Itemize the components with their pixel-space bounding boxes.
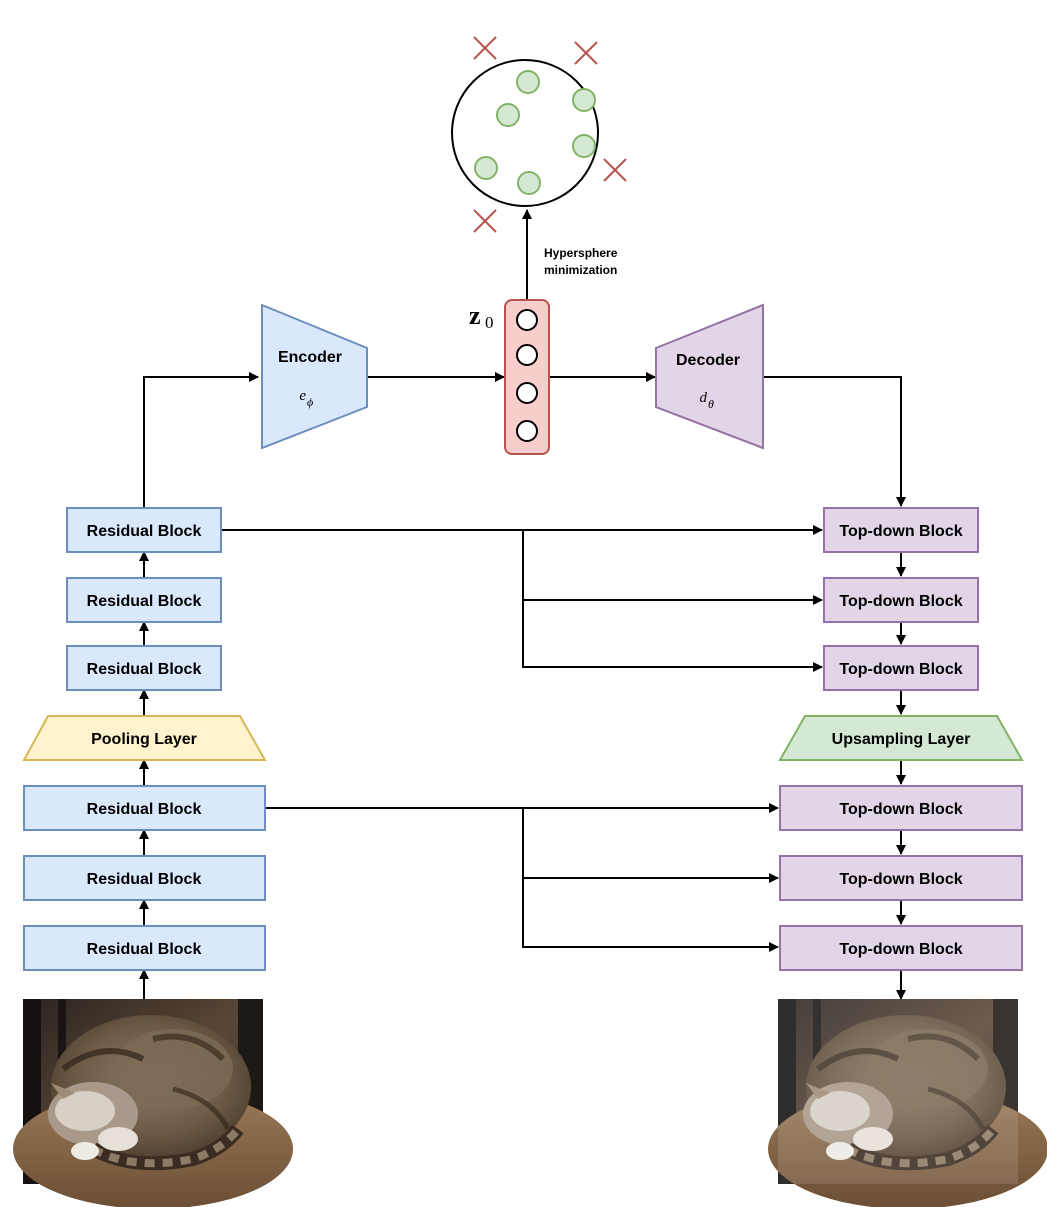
residual-block-1: Residual Block — [23, 925, 266, 971]
hypersphere-label-line2: minimization — [544, 263, 617, 277]
edge-skip-residual-6-to-topdown-3 — [522, 600, 823, 672]
input-image — [13, 999, 293, 1207]
topdown-block-5: Top-down Block — [779, 855, 1023, 901]
residual-block-6: Residual Block — [66, 507, 222, 553]
upsampling-layer: Upsampling Layer — [778, 715, 1024, 761]
residual-block-4: Residual Block — [66, 645, 222, 691]
topdown-block-label: Top-down Block — [839, 871, 962, 888]
topdown-block-2: Top-down Block — [823, 577, 979, 623]
residual-block-3: Residual Block — [23, 785, 266, 831]
topdown-block-label: Top-down Block — [839, 941, 962, 958]
hypersphere — [451, 36, 627, 233]
normal-point — [572, 88, 596, 112]
anomaly-mark — [574, 41, 598, 65]
topdown-block-6: Top-down Block — [779, 925, 1023, 971]
topdown-block-3: Top-down Block — [823, 645, 979, 691]
latent-unit — [516, 344, 538, 366]
decoder-stack: Top-down Block Top-down Block Top-down B… — [778, 507, 1024, 971]
pooling-layer: Pooling Layer — [22, 715, 267, 761]
topdown-block-1: Top-down Block — [823, 507, 979, 553]
anomaly-mark — [603, 158, 627, 182]
latent-unit — [516, 420, 538, 442]
decoder-block: Decoder d θ — [655, 303, 764, 450]
encoder-subscript: ϕ — [307, 395, 313, 409]
residual-block-label: Residual Block — [87, 871, 202, 888]
encoder-symbol: e — [299, 388, 306, 404]
pooling-layer-label: Pooling Layer — [91, 731, 197, 748]
edge-skip-residual-3-to-topdown-5 — [522, 808, 779, 883]
latent-unit — [516, 382, 538, 404]
upsampling-layer-label: Upsampling Layer — [832, 731, 971, 748]
edge-decoder-to-topdown-1 — [764, 376, 906, 507]
output-image — [768, 999, 1047, 1207]
residual-block-label: Residual Block — [87, 801, 202, 818]
encoder-stack: Residual Block Residual Block Residual B… — [22, 507, 267, 971]
edge-skip-residual-6-to-topdown-2 — [522, 530, 823, 605]
hypersphere-label-line1: Hypersphere — [544, 246, 618, 260]
anomaly-mark — [473, 36, 497, 60]
decoder-symbol: d — [700, 390, 708, 406]
normal-point — [474, 156, 498, 180]
topdown-block-label: Top-down Block — [839, 801, 962, 818]
residual-block-5: Residual Block — [66, 577, 222, 623]
latent-subscript: 0 — [485, 313, 494, 332]
edge-skip-residual-3-to-topdown-6 — [522, 878, 779, 952]
edge-residual-6-to-encoder — [143, 372, 259, 508]
residual-block-label: Residual Block — [87, 593, 202, 610]
encoder-block: Encoder e ϕ — [261, 303, 368, 450]
residual-block-label: Residual Block — [87, 941, 202, 958]
residual-block-2: Residual Block — [23, 855, 266, 901]
normal-point — [572, 134, 596, 158]
encoder-label: Encoder — [278, 349, 342, 366]
topdown-block-4: Top-down Block — [779, 785, 1023, 831]
normal-point — [496, 103, 520, 127]
edges — [139, 209, 906, 1000]
anomaly-mark — [473, 209, 497, 233]
topdown-block-label: Top-down Block — [839, 593, 962, 610]
decoder-subscript: θ — [708, 397, 714, 411]
residual-block-label: Residual Block — [87, 661, 202, 678]
latent-symbol: z — [469, 301, 481, 330]
decoder-label: Decoder — [676, 352, 740, 369]
normal-point — [516, 70, 540, 94]
latent-unit — [516, 309, 538, 331]
anomaly-marks — [473, 36, 627, 233]
latent-vector: z 0 — [469, 299, 550, 455]
residual-block-label: Residual Block — [87, 523, 202, 540]
topdown-block-label: Top-down Block — [839, 661, 962, 678]
topdown-block-label: Top-down Block — [839, 523, 962, 540]
normal-point — [517, 171, 541, 195]
